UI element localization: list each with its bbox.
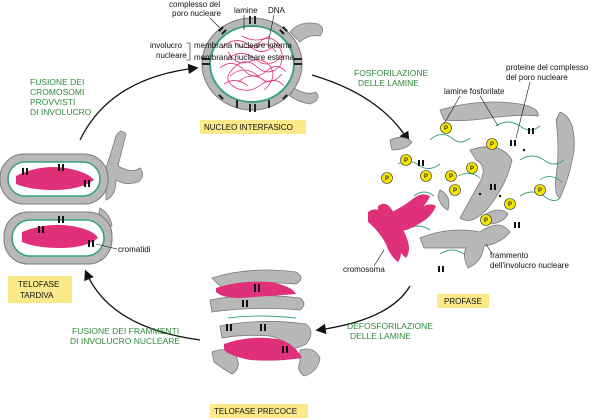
svg-text:P: P xyxy=(538,188,542,194)
leader-line xyxy=(95,243,118,250)
transition-fusion-fragments-line2: DI INVOLUCRO NUCLEARE xyxy=(70,336,180,346)
phosphorylated-lamins xyxy=(397,121,565,255)
label-phospho-lamins: lamine fosforilate xyxy=(444,87,505,96)
nuclear-pore-complexes xyxy=(202,16,302,112)
svg-text:P: P xyxy=(453,188,457,194)
svg-text:P: P xyxy=(449,174,453,180)
early-telophase-chromatids xyxy=(216,281,302,361)
label-envelope-line2: nucleare xyxy=(156,51,187,60)
svg-text:P: P xyxy=(508,202,512,208)
leader-line xyxy=(479,95,499,127)
transition-fusion-chromosomes-line1: FUSIONE DEI xyxy=(30,77,84,87)
label-dna: DNA xyxy=(268,6,286,15)
leader-line xyxy=(267,14,275,45)
svg-text:P: P xyxy=(424,174,428,180)
label-envelope-line1: involucro xyxy=(150,41,183,50)
cycle-arrow-prophase-to-early-telophase xyxy=(315,285,411,335)
stage-label-interphase: NUCLEO INTERFASICO xyxy=(204,123,293,132)
leader-line xyxy=(373,249,385,267)
late-telophase-pores xyxy=(22,164,94,247)
transition-dephosphorylation-line2: DELLE LAMINE xyxy=(350,331,411,341)
pore-protein-dots xyxy=(418,128,534,272)
label-pore-proteins-line1: proteine del complesso xyxy=(506,63,589,72)
leader-line xyxy=(485,243,493,255)
transition-fusion-chromosomes-line3: PROVVISTI xyxy=(30,97,75,107)
svg-text:P: P xyxy=(385,176,389,182)
cycle-arrow-early-telophase-to-late-telophase xyxy=(84,269,201,341)
label-lamins: lamine xyxy=(234,6,258,15)
er-tubule xyxy=(105,131,143,201)
phosphate-groups xyxy=(381,122,546,226)
stage-label-late-telophase-line2: TARDIVA xyxy=(20,291,54,300)
svg-text:P: P xyxy=(490,142,494,148)
stage-label-prophase: PROFASE xyxy=(444,297,482,306)
late-telophase-nuclei xyxy=(0,131,143,265)
transition-phosphorylation-line1: FOSFORILAZIONE xyxy=(354,68,428,78)
early-telophase-pores xyxy=(226,284,288,353)
svg-text:P: P xyxy=(484,218,488,224)
label-pore-complex-line1: complesso del xyxy=(169,0,220,9)
leader-line xyxy=(443,95,461,125)
svg-text:P: P xyxy=(404,158,408,164)
er-membrane-connection xyxy=(289,22,323,43)
stage-box-prophase xyxy=(437,294,489,308)
svg-text:P: P xyxy=(444,126,448,132)
cycle-arrow-interphase-to-prophase xyxy=(311,74,410,143)
stage-box-late-telophase xyxy=(8,276,72,303)
stage-box-early-telophase xyxy=(210,404,308,418)
envelope-fragment xyxy=(209,295,305,313)
prophase-envelope-fragments xyxy=(389,101,575,269)
envelope-fragment xyxy=(419,224,511,269)
phosphate-labels: P P P P P P P P P P P xyxy=(385,126,542,224)
envelope-bracket xyxy=(186,42,191,61)
label-chromatids: cromatidi xyxy=(118,245,151,254)
nuclear-lamina xyxy=(209,25,295,103)
transition-fusion-chromosomes-line2: CROMOSOMI xyxy=(30,87,84,97)
envelope-fragment xyxy=(437,189,450,211)
er-membrane-connection xyxy=(289,87,319,105)
interphase-nucleus xyxy=(201,16,323,112)
prophase-chromosome xyxy=(368,194,436,262)
leader-line xyxy=(515,81,531,139)
leader-line xyxy=(209,17,223,31)
envelope-fragment xyxy=(389,137,413,151)
svg-text:P: P xyxy=(470,166,474,172)
chromatin-dna xyxy=(219,35,287,91)
transition-fusion-chromosomes-line4: DI INVOLUCRO xyxy=(30,107,92,117)
label-pore-proteins-line2: del poro nucleare xyxy=(506,73,568,82)
stage-label-early-telophase: TELOFASE PRECOCE xyxy=(214,407,297,416)
label-outer-membrane: membrana nucleare esterna xyxy=(194,53,295,62)
label-fragment-line1: frammento xyxy=(490,251,529,260)
envelope-fragment xyxy=(459,146,513,221)
envelope-fragment xyxy=(555,111,575,199)
transition-phosphorylation-line2: DELLE LAMINE xyxy=(358,78,419,88)
label-inner-membrane: membrana nucleare interna xyxy=(194,41,292,50)
transition-fusion-fragments-line1: FUSIONE DEI FRAMMENTI xyxy=(72,326,179,336)
transition-dephosphorylation-line1: DEFOSFORILAZIONE xyxy=(347,321,433,331)
envelope-fragment xyxy=(298,348,321,377)
stage-box-interphase xyxy=(200,120,306,134)
stage-label-late-telophase-line1: TELOFASE xyxy=(18,280,59,289)
late-telophase-chromatin xyxy=(16,167,98,248)
label-chromosome: cromosoma xyxy=(343,265,385,274)
label-pore-complex-line2: poro nucleare xyxy=(172,9,221,18)
early-telophase-nucleus xyxy=(209,269,321,377)
cycle-arrow-late-telophase-to-interphase xyxy=(79,63,199,141)
label-fragment-line2: dell'involucro nucleare xyxy=(490,261,569,270)
